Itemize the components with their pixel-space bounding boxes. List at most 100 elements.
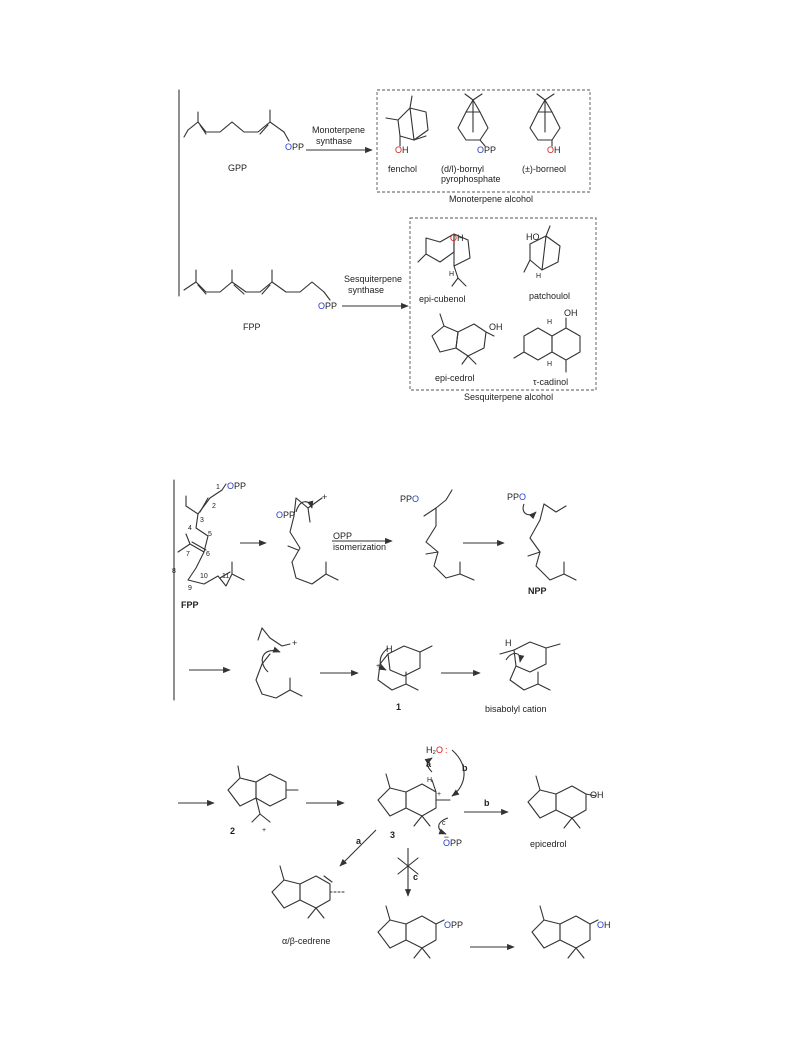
epi-cubenol-label: epi-cubenol — [419, 294, 466, 304]
patchoulol-ho: HO — [526, 232, 540, 242]
epicedrol-structure — [527, 775, 597, 829]
path-b-label: b — [484, 798, 490, 808]
bisabolyl-label: bisabolyl cation — [485, 704, 547, 714]
fpp-num-3: 3 — [200, 517, 204, 524]
cedrol-oh: OH — [597, 920, 611, 930]
fpp-mech-label: FPP — [181, 600, 199, 610]
monoterpene-box — [376, 89, 591, 193]
fpp-num-1: 1 — [216, 484, 220, 491]
bisabolyl-structure — [499, 641, 561, 691]
cation-opp: OPP — [276, 510, 295, 520]
epi-cedrol-top-oh: OH — [489, 322, 503, 332]
fpp-num-4: 4 — [188, 525, 192, 532]
fpp-numbered-structure — [177, 483, 245, 587]
fpp-num-8: 8 — [172, 568, 176, 575]
tau-cadinol-oh: OH — [564, 308, 578, 318]
npp-label: NPP — [528, 586, 547, 596]
fpp-top-leaving-group: OPP — [318, 301, 337, 311]
epi-cedrol-top-structure — [431, 313, 495, 365]
sesquiterpene-synthase-label-1: Sesquiterpene — [344, 274, 402, 284]
int3-plus: + — [437, 791, 441, 798]
path-b-curl — [451, 749, 465, 797]
int2-plus: + — [262, 827, 266, 834]
npp-structure — [522, 503, 577, 581]
fpp-top-label: FPP — [243, 322, 261, 332]
fpp-structure-top — [183, 269, 331, 301]
tau-cadinol-h2: H — [547, 361, 552, 368]
fpp-num-6: 6 — [206, 551, 210, 558]
fpp-num-11: 11 — [222, 573, 229, 580]
tau-cadinol-structure — [513, 317, 581, 373]
epi-cubenol-structure — [417, 233, 471, 287]
int3-h: H — [427, 777, 432, 784]
fpp-num-5: 5 — [208, 531, 212, 538]
fpp-num-2: 2 — [212, 503, 216, 510]
bornyl-label-1: (d/l)-bornyl — [441, 164, 484, 174]
fpp-num-10: 10 — [200, 573, 208, 580]
tau-cadinol-h1: H — [547, 319, 552, 326]
path-c-label: c — [413, 872, 418, 882]
tau-cadinol-label: τ-cadinol — [533, 377, 568, 387]
linalyl-ppo: PPO — [400, 494, 419, 504]
path-a-label: a — [356, 836, 362, 846]
intermediate-1-structure — [377, 645, 433, 691]
sesquiterpene-caption: Sesquiterpene alcohol — [464, 392, 553, 402]
fpp-num-9: 9 — [188, 585, 192, 592]
patchoulol-structure — [523, 225, 561, 273]
path-b-label-top: b — [462, 763, 468, 773]
int1-h: H — [386, 644, 393, 654]
monoterpene-synthase-label-2: synthase — [316, 136, 352, 146]
sesquiterpene-box — [409, 217, 597, 391]
patchoulol-label: patchoulol — [529, 291, 570, 301]
epicedrol-label: epicedrol — [530, 839, 567, 849]
intermediate-3-structure — [377, 773, 451, 827]
isomerization-label-1: OPP — [333, 531, 352, 541]
intermediate-1-label: 1 — [396, 702, 401, 712]
bornyl-opp: OPP — [477, 145, 496, 155]
arrow-a-to-cedrene — [339, 829, 377, 867]
opp-minus: −OPP — [443, 832, 462, 848]
patchoulol-h: H — [536, 273, 541, 280]
path-a-label-top: a — [426, 759, 432, 769]
cedryl-opp-structure — [377, 905, 445, 959]
fenchol-label: fenchol — [388, 164, 417, 174]
fpp-num-7: 7 — [186, 551, 190, 558]
cedrol-structure — [531, 905, 599, 959]
fenchol-oh: OH — [395, 145, 409, 155]
epi-cubenol-h: H — [449, 271, 454, 278]
bornyl-label-2: pyrophosphate — [441, 174, 501, 184]
cyclizing-plus: + — [292, 638, 297, 648]
fenchol-structure — [385, 95, 429, 147]
intermediate-2-label: 2 — [230, 826, 235, 836]
allylic-cation-structure — [287, 497, 339, 585]
bornyl-pyrophosphate-structure — [457, 93, 489, 147]
npp-ppo: PPO — [507, 492, 526, 502]
gpp-structure: OPP — [183, 109, 304, 152]
gpp-label: GPP — [228, 163, 247, 173]
sesquiterpene-synthase-label-2: synthase — [348, 285, 384, 295]
monoterpene-synthase-label-1: Monoterpene — [312, 125, 365, 135]
epi-cedrol-top-label: epi-cedrol — [435, 373, 475, 383]
intermediate-2-structure — [227, 765, 299, 823]
cedrene-structure — [271, 865, 345, 919]
path-c-curl — [438, 817, 449, 835]
borneol-oh: OH — [547, 145, 561, 155]
cedrene-label: α/β-cedrene — [282, 936, 330, 946]
intermediate-3-label: 3 — [390, 830, 395, 840]
cedryl-opp: OPP — [444, 920, 463, 930]
blocked-cross-2 — [397, 857, 419, 875]
water: H₂O: — [426, 745, 448, 755]
path-a-curl — [424, 757, 433, 773]
int1-plus: + — [376, 663, 380, 670]
linalyl-pp-structure — [423, 489, 475, 581]
fpp-mech-leaving: OPP — [227, 481, 246, 491]
epi-cubenol-oh: OH — [450, 233, 464, 243]
borneol-label: (±)-borneol — [522, 164, 566, 174]
cation-plus: + — [322, 492, 327, 502]
monoterpene-caption: Monoterpene alcohol — [449, 194, 533, 204]
borneol-structure — [529, 93, 561, 147]
bisabolyl-h: H — [505, 638, 512, 648]
gpp-leaving-group: OPP — [285, 142, 304, 152]
path-c-label-top: c — [442, 820, 446, 827]
